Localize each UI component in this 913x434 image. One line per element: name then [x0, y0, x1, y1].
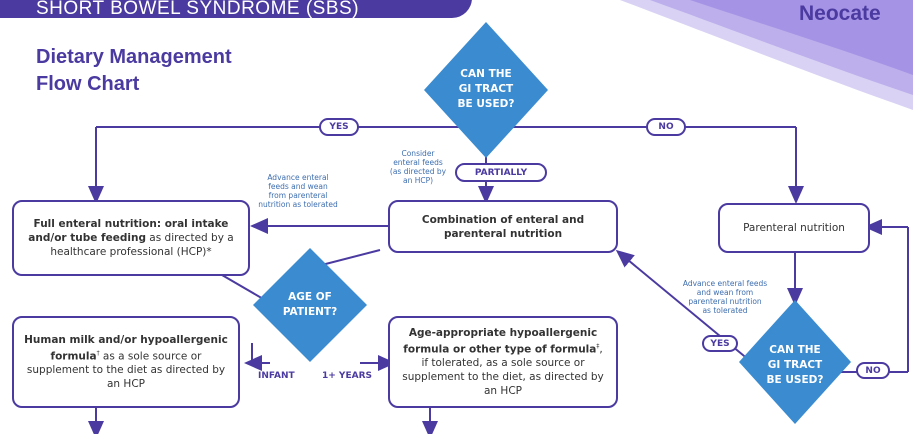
age-appropriate-box: Age-appropriate hypoallergenic formula o…: [388, 316, 618, 408]
decision-right-text: CAN THE GI TRACT BE USED?: [766, 344, 824, 386]
brand-logo: Neocate: [799, 2, 881, 25]
page-title: Dietary Management Flow Chart: [36, 44, 232, 98]
years-label: 1+ YEARS: [322, 371, 372, 381]
yes-pill-top: YES: [319, 118, 359, 136]
human-milk-box: Human milk and/or hypoallergenic formula…: [12, 316, 240, 408]
decision-diamond-top: [424, 22, 548, 158]
decision-diamond-right: [739, 300, 851, 424]
advance-left-note: Advance enteral feeds and wean from pare…: [258, 173, 338, 209]
parenteral-box: Parenteral nutrition: [718, 203, 870, 253]
page-title-line2: Flow Chart: [36, 73, 140, 95]
banner-text: SHORT BOWEL SYNDROME (SBS): [36, 0, 360, 19]
decision-diamond-age: [253, 248, 367, 362]
no-pill-top: NO: [646, 118, 686, 136]
infant-label: INFANT: [258, 371, 295, 381]
full-enteral-box: Full enteral nutrition: oral intake and/…: [12, 200, 250, 276]
page-title-line1: Dietary Management: [36, 46, 232, 68]
decision-top-text: CAN THE GI TRACT BE USED?: [457, 68, 515, 110]
advance-right-note: Advance enteral feeds and wean from pare…: [682, 279, 768, 315]
no-pill-right: NO: [856, 362, 890, 379]
decision-age-text: AGE OF PATIENT?: [282, 291, 338, 318]
yes-pill-right: YES: [702, 335, 738, 352]
combination-box: Combination of enteral and parenteral nu…: [388, 200, 618, 253]
title-banner: SHORT BOWEL SYNDROME (SBS): [0, 0, 472, 19]
consider-note: Consider enteral feeds (as directed by a…: [389, 149, 447, 185]
partially-pill: PARTIALLY: [455, 163, 547, 182]
